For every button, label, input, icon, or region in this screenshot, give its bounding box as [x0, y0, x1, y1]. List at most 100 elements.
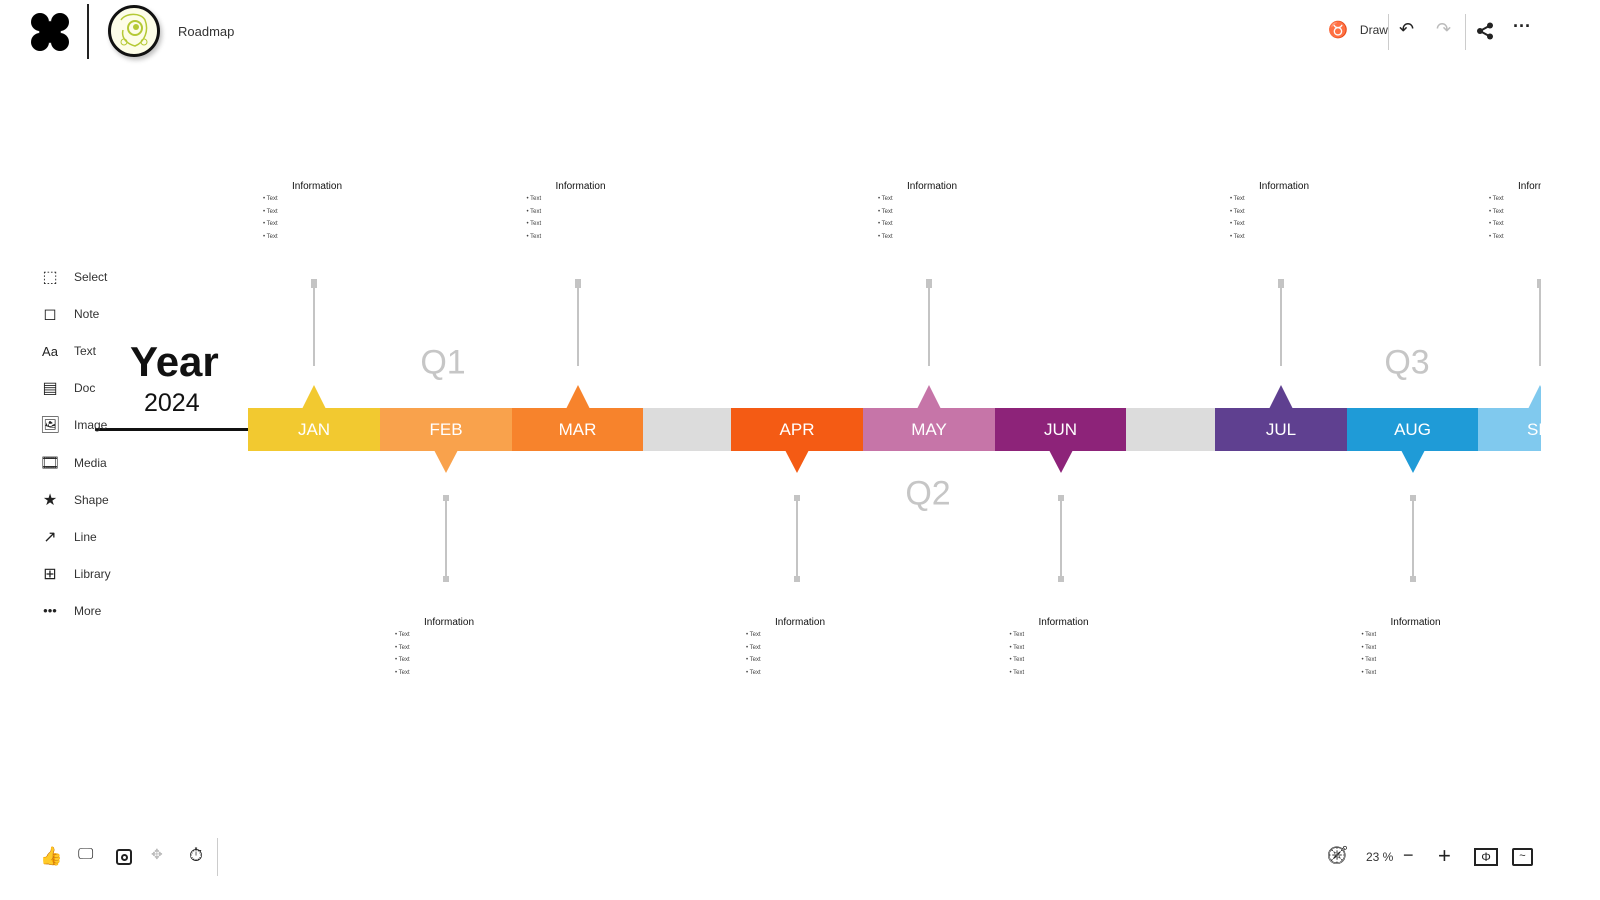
milestone-marker	[917, 385, 941, 409]
zoom-in-icon[interactable]: +	[1438, 843, 1451, 868]
share-icon[interactable]	[1476, 22, 1494, 45]
milestone-marker	[302, 385, 326, 409]
zoom-out-icon[interactable]: −	[1403, 845, 1414, 865]
info-item: Text	[1230, 221, 1344, 234]
month-label: APR	[779, 419, 815, 439]
text-icon: Aa	[42, 343, 58, 359]
library-icon: ⊞	[43, 565, 57, 583]
month-jul[interactable]: JUL	[1215, 408, 1347, 451]
tool-image[interactable]: 🖼︎Image	[40, 414, 107, 436]
header-divider	[1388, 14, 1389, 50]
info-item: Text	[1362, 670, 1476, 683]
info-item: Text	[527, 221, 641, 234]
info-title: Information	[774, 617, 826, 628]
footer-divider	[217, 838, 218, 876]
redo-icon[interactable]: ↷	[1436, 19, 1452, 39]
month-may[interactable]: MAY	[863, 408, 995, 451]
fit-screen-icon[interactable]: Φ	[1474, 848, 1498, 866]
info-item: Text	[263, 221, 377, 234]
timeline-gap[interactable]	[643, 408, 731, 451]
info-card[interactable]: InformationTextTextTextText	[872, 181, 992, 247]
tool-select[interactable]: ⬚Select	[40, 266, 107, 288]
info-item: Text	[1489, 221, 1541, 234]
info-title: Information	[1258, 181, 1310, 192]
board-canvas[interactable]: Year 2024 Q1 Q2 Q3 JANInformationTextTex…	[0, 0, 1541, 900]
info-card[interactable]: InformationTextTextTextText	[389, 617, 509, 683]
info-item: Text	[395, 670, 509, 683]
header-divider	[1465, 14, 1466, 50]
info-item: Text	[1362, 657, 1476, 670]
info-item: Text	[878, 234, 992, 247]
more-icon[interactable]: ···	[1513, 16, 1531, 36]
info-item: Text	[878, 196, 992, 209]
doc-icon: ▤	[42, 380, 58, 398]
quarter-label-q3: Q3	[1384, 343, 1430, 382]
connector-line	[926, 279, 932, 366]
draw-label: Draw	[1359, 23, 1388, 37]
focus-icon[interactable]	[116, 849, 132, 865]
zoom-level[interactable]: 23 %	[1366, 850, 1394, 864]
info-item: Text	[1362, 645, 1476, 658]
info-list: TextTextTextText	[527, 196, 641, 247]
board-title[interactable]: Roadmap	[178, 24, 235, 39]
month-apr[interactable]: APR	[731, 408, 863, 451]
connector-line	[1278, 279, 1284, 366]
timer-icon[interactable]: ⏱	[189, 845, 204, 865]
info-card[interactable]: InformationTextTextTextText	[257, 181, 377, 247]
timeline-gap[interactable]	[1126, 408, 1215, 451]
info-item: Text	[527, 196, 641, 209]
tool-note[interactable]: ◻Note	[40, 303, 99, 325]
info-card[interactable]: InformationTextTextTextText	[1356, 617, 1476, 683]
info-item: Text	[878, 209, 992, 222]
info-item: Text	[746, 632, 860, 645]
connector-line	[574, 279, 581, 366]
tool-label: Line	[74, 529, 97, 544]
info-card[interactable]: InformationTextTextTextText	[1224, 181, 1344, 247]
tool-label: Select	[74, 270, 108, 284]
minimap-icon[interactable]: ~	[1512, 848, 1533, 866]
connector-line	[1057, 495, 1064, 582]
note-icon: ◻	[43, 306, 57, 324]
month-mar[interactable]: MAR	[512, 408, 643, 451]
like-icon[interactable]: 👍	[40, 846, 63, 866]
info-list: TextTextTextText	[1362, 632, 1476, 683]
year-title: Year	[130, 338, 219, 385]
month-jun[interactable]: JUN	[995, 408, 1126, 451]
undo-icon[interactable]: ↶	[1399, 19, 1415, 39]
info-item: Text	[395, 657, 509, 670]
tool-doc[interactable]: ▤Doc	[40, 377, 95, 399]
info-card[interactable]: InformationTextTextTextText	[740, 617, 860, 683]
info-item: Text	[746, 645, 860, 658]
tool-media[interactable]: 🎞︎Media	[40, 452, 107, 474]
info-list: TextTextTextText	[746, 632, 860, 683]
info-card[interactable]: InformationTextTextTextText	[1004, 617, 1124, 683]
tool-line[interactable]: ↗Line	[40, 526, 97, 548]
info-item: Text	[746, 670, 860, 683]
month-jan[interactable]: JAN	[248, 408, 380, 451]
tool-label: Library	[74, 566, 111, 581]
draw-button[interactable]: ♉ Draw	[1328, 20, 1388, 40]
compass-icon[interactable]: 🧭︎	[1326, 845, 1349, 865]
info-card[interactable]: InformationTextTextTextText	[1483, 181, 1541, 247]
header-divider	[87, 4, 89, 59]
info-card[interactable]: InformationTextTextTextText	[521, 181, 641, 247]
month-label: JAN	[297, 419, 331, 439]
present-icon[interactable]: 🖵	[78, 846, 94, 863]
month-label: MAY	[911, 419, 947, 439]
app-logo-icon[interactable]	[30, 12, 70, 52]
tool-library[interactable]: ⊞ Library	[40, 563, 111, 585]
more-icon: •••	[43, 603, 57, 619]
month-label: MAR	[558, 419, 597, 439]
move-icon[interactable]: ✥	[151, 846, 163, 862]
tool-more[interactable]: •••More	[40, 600, 101, 622]
month-sep[interactable]: SEP	[1478, 408, 1541, 451]
board-avatar-icon[interactable]	[108, 5, 160, 57]
month-feb[interactable]: FEB	[380, 408, 512, 451]
info-item: Text	[1489, 196, 1541, 209]
media-icon: 🎞︎	[40, 454, 61, 472]
draw-icon: ♉	[1328, 22, 1348, 39]
month-aug[interactable]: AUG	[1347, 408, 1478, 451]
tool-shape[interactable]: ★Shape	[40, 489, 109, 511]
info-list: TextTextTextText	[1230, 196, 1344, 247]
